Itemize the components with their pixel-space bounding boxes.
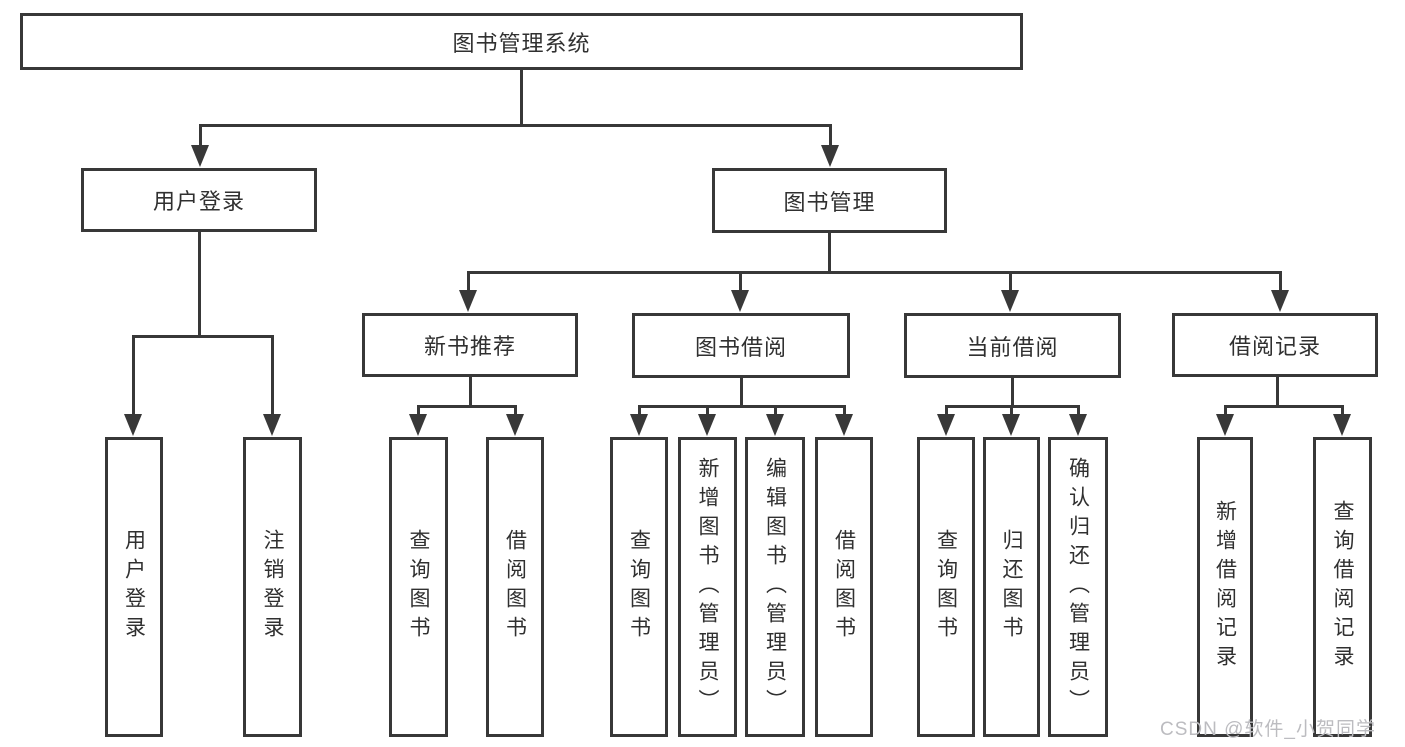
connector-segment (1008, 272, 1012, 294)
leaf-query-books-recommend: 查询图书 (389, 437, 448, 737)
leaf-label: 查询图书 (934, 529, 958, 645)
leaf-user-login: 用户登录 (105, 437, 163, 737)
arrowhead-icon (124, 414, 142, 436)
leaf-add-books-admin: 新增图书（管理员） (678, 437, 737, 737)
connector-segment (1223, 404, 1344, 408)
arrowhead-icon (191, 145, 209, 167)
connector-segment (944, 406, 948, 418)
leaf-label: 编辑图书（管理员） (763, 456, 787, 718)
watermark-text: CSDN @软件_小贺同学 (1160, 719, 1376, 740)
node-borrowing-records: 借阅记录 (1172, 313, 1378, 377)
node-label: 用户登录 (152, 189, 245, 214)
node-label: 图书管理 (783, 189, 876, 215)
connector-segment (466, 272, 470, 294)
connector-segment (637, 406, 641, 418)
leaf-add-borrow-record: 新增借阅记录 (1197, 437, 1253, 737)
leaf-label: 注销登录 (261, 529, 284, 645)
arrowhead-icon (409, 414, 427, 436)
leaf-label: 新增图书（管理员） (696, 456, 719, 718)
node-label: 借阅记录 (1228, 334, 1321, 359)
connector-segment (519, 68, 523, 127)
node-book-management: 图书管理 (712, 168, 947, 233)
node-new-book-recommendation: 新书推荐 (362, 313, 578, 377)
connector-segment (466, 270, 1282, 274)
connector-segment (705, 406, 709, 418)
connector-segment (1278, 272, 1282, 294)
connector-segment (1340, 406, 1344, 418)
node-user-login: 用户登录 (81, 168, 317, 232)
connector-segment (270, 336, 274, 418)
arrowhead-icon (1002, 414, 1020, 436)
arrowhead-icon (821, 145, 839, 167)
arrowhead-icon (506, 414, 524, 436)
connector-segment (1275, 375, 1279, 408)
connector-segment (198, 125, 202, 149)
leaf-label: 借阅图书 (503, 529, 527, 645)
leaf-borrow-books-recommend: 借阅图书 (486, 437, 544, 737)
leaf-confirm-return-admin: 确认归还（管理员） (1048, 437, 1108, 737)
connector-segment (842, 406, 846, 418)
leaf-query-borrow-record: 查询借阅记录 (1313, 437, 1372, 737)
leaf-query-books-current: 查询图书 (917, 437, 975, 737)
node-label: 新书推荐 (423, 334, 516, 359)
arrowhead-icon (1069, 414, 1087, 436)
leaf-label: 查询图书 (407, 529, 430, 645)
arrowhead-icon (698, 414, 716, 436)
connector-segment (197, 230, 201, 338)
arrowhead-icon (835, 414, 853, 436)
connector-segment (513, 406, 517, 418)
connector-segment (1010, 376, 1014, 408)
node-label: 图书管理系统 (452, 30, 591, 56)
connector-segment (1076, 406, 1080, 418)
arrowhead-icon (459, 290, 477, 312)
arrowhead-icon (1333, 414, 1351, 436)
arrowhead-icon (1271, 290, 1289, 312)
leaf-return-books: 归还图书 (983, 437, 1040, 737)
connector-segment (468, 375, 472, 408)
leaf-label: 确认归还（管理员） (1066, 456, 1090, 718)
connector-segment (739, 376, 743, 408)
arrowhead-icon (937, 414, 955, 436)
leaf-label: 借阅图书 (832, 529, 856, 645)
leaf-query-books-borrowing: 查询图书 (610, 437, 668, 737)
arrowhead-icon (1216, 414, 1234, 436)
connector-segment (198, 123, 832, 127)
leaf-label: 查询图书 (627, 529, 651, 645)
node-library-management-system: 图书管理系统 (20, 13, 1023, 70)
leaf-logout: 注销登录 (243, 437, 302, 737)
connector-segment (416, 404, 517, 408)
connector-segment (1009, 406, 1013, 418)
arrowhead-icon (766, 414, 784, 436)
connector-segment (637, 404, 846, 408)
connector-segment (131, 334, 274, 338)
connector-segment (773, 406, 777, 418)
node-label: 当前借阅 (966, 334, 1059, 360)
leaf-label: 查询借阅记录 (1331, 500, 1354, 674)
arrowhead-icon (1001, 290, 1019, 312)
connector-segment (738, 272, 742, 294)
connector-segment (1223, 406, 1227, 418)
node-label: 图书借阅 (694, 334, 787, 360)
leaf-label: 归还图书 (1000, 529, 1023, 645)
leaf-label: 用户登录 (122, 529, 146, 645)
arrowhead-icon (630, 414, 648, 436)
connector-segment (131, 336, 135, 418)
node-book-borrowing: 图书借阅 (632, 313, 850, 378)
connector-segment (827, 231, 831, 274)
leaf-edit-books-admin: 编辑图书（管理员） (745, 437, 805, 737)
node-current-borrowing: 当前借阅 (904, 313, 1121, 378)
arrowhead-icon (263, 414, 281, 436)
leaf-borrow-books-borrowing: 借阅图书 (815, 437, 873, 737)
connector-segment (828, 125, 832, 149)
arrowhead-icon (731, 290, 749, 312)
connector-segment (416, 406, 420, 418)
leaf-label: 新增借阅记录 (1213, 500, 1237, 674)
